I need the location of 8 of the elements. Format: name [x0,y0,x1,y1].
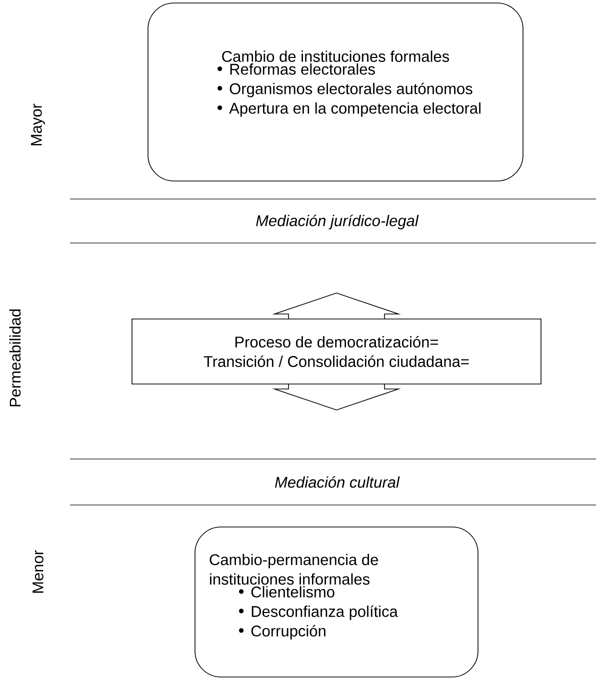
axis-label: Mayor [31,104,45,146]
double-arrow-box: Proceso de democratización= Transición / Consolidación ciudadana= [132,292,542,410]
process-box: Cambio-permanencia de instituciones informales Clientelismo Desconfianza política Corrupción [194,526,478,678]
band-label: Mediación jurídico-legal [256,214,419,230]
axis-label: Permeabilidad [9,309,21,406]
process-box: Cambio de instituciones formales Reformas electorales Organismos electorales autónomos Apertura en la competencia electoral [148,2,524,182]
axis-label: Menor [32,550,44,593]
band-label: Mediación cultural [275,476,400,488]
